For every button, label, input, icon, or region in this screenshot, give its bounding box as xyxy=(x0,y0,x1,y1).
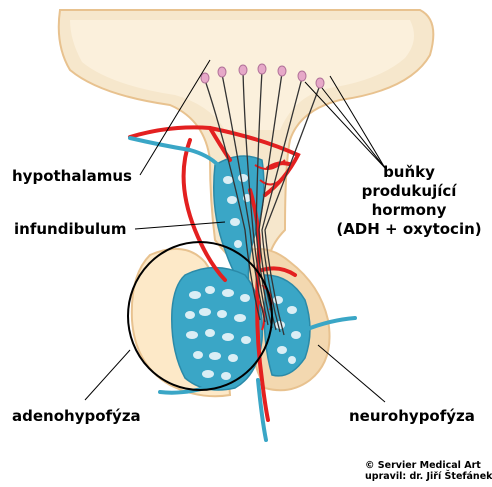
neuron-bodies xyxy=(200,63,325,89)
label-cells-line: produkující xyxy=(361,182,457,200)
leader-lines xyxy=(84,59,386,403)
leader-neurohypofyza xyxy=(317,344,386,403)
veins xyxy=(128,136,357,442)
neuron-body xyxy=(238,64,248,76)
leader-cells-3 xyxy=(329,75,386,169)
leader-infundibulum xyxy=(134,221,226,230)
leader-adenohypofyza xyxy=(84,349,131,401)
axons xyxy=(204,70,321,336)
label-cells-line: (ADH + oxytocin) xyxy=(336,220,482,238)
adenohypophysis-highlight-circle xyxy=(127,241,273,391)
neuron-body xyxy=(277,65,287,77)
label-hormone-cells: buňky produkující hormony (ADH + oxytoci… xyxy=(330,163,488,239)
leader-hypothalamus xyxy=(139,59,211,176)
credit-line: upravil: dr. Jiří Štefánek xyxy=(365,471,492,482)
credit-line: © Servier Medical Art xyxy=(365,460,481,471)
neuron-body xyxy=(315,77,325,89)
leader-cells-2 xyxy=(321,87,386,169)
label-cells-line: buňky xyxy=(383,163,435,181)
image-credit: © Servier Medical Art upravil: dr. Jiří … xyxy=(365,460,492,482)
neuron-body xyxy=(297,70,307,82)
label-neurohypofyza: neurohypofýza xyxy=(349,407,475,425)
label-adenohypofyza: adenohypofýza xyxy=(12,407,141,425)
label-infundibulum: infundibulum xyxy=(14,220,127,238)
leader-cells-1 xyxy=(304,81,386,169)
label-hypothalamus: hypothalamus xyxy=(12,167,132,185)
label-cells-line: hormony xyxy=(371,201,447,219)
neuron-body xyxy=(257,63,267,75)
neuron-body xyxy=(217,66,227,78)
neuron-body xyxy=(200,72,210,84)
capillary-mesh xyxy=(185,174,301,380)
